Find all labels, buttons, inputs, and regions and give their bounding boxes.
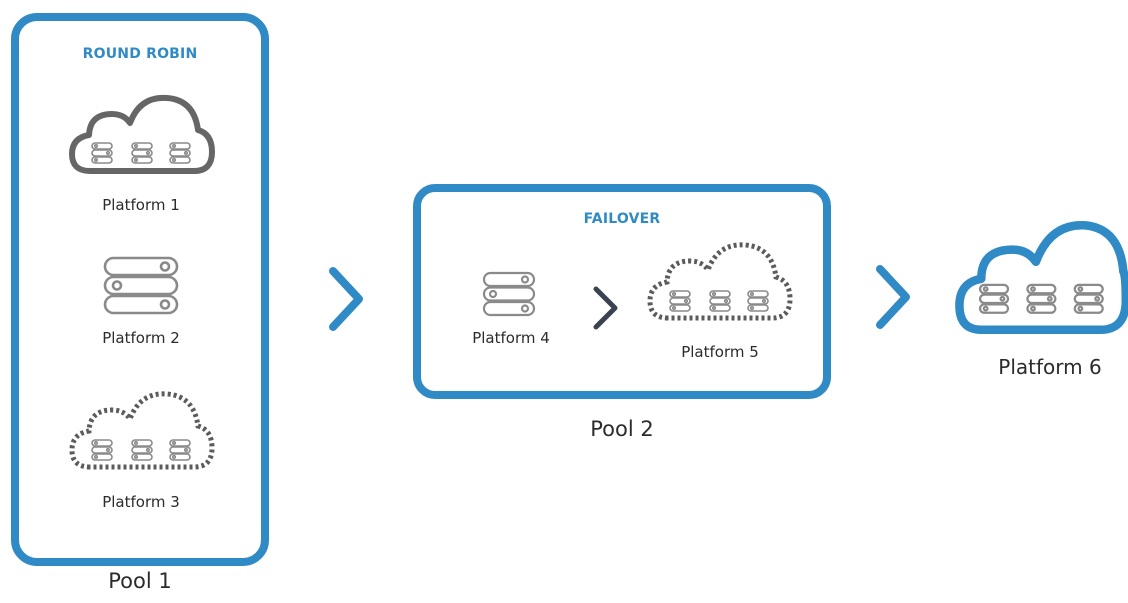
- chevron-right-icon: [876, 265, 910, 329]
- server-stack-icon: [482, 271, 536, 317]
- pool-2-label: Pool 2: [590, 417, 654, 441]
- platform-6-label: Platform 6: [998, 355, 1102, 379]
- platform-3-label: Platform 3: [102, 493, 180, 511]
- platform-1-label: Platform 1: [102, 196, 180, 214]
- pool-2-strategy-heading: FAILOVER: [583, 211, 661, 227]
- pool-1-label: Pool 1: [108, 569, 172, 593]
- dotted-cloud-servers-icon: [72, 392, 212, 482]
- dotted-cloud-servers-icon: [650, 243, 790, 333]
- platform-4-label: Platform 4: [472, 329, 550, 347]
- cloud-servers-icon: [72, 96, 212, 186]
- pool-1-strategy-heading: ROUND ROBIN: [82, 46, 198, 62]
- chevron-right-icon: [329, 267, 363, 331]
- cloud-servers-icon: [955, 221, 1128, 335]
- platform-2-label: Platform 2: [102, 329, 180, 347]
- chevron-right-icon: [593, 286, 618, 330]
- platform-5-label: Platform 5: [681, 343, 759, 361]
- server-stack-icon: [103, 256, 179, 315]
